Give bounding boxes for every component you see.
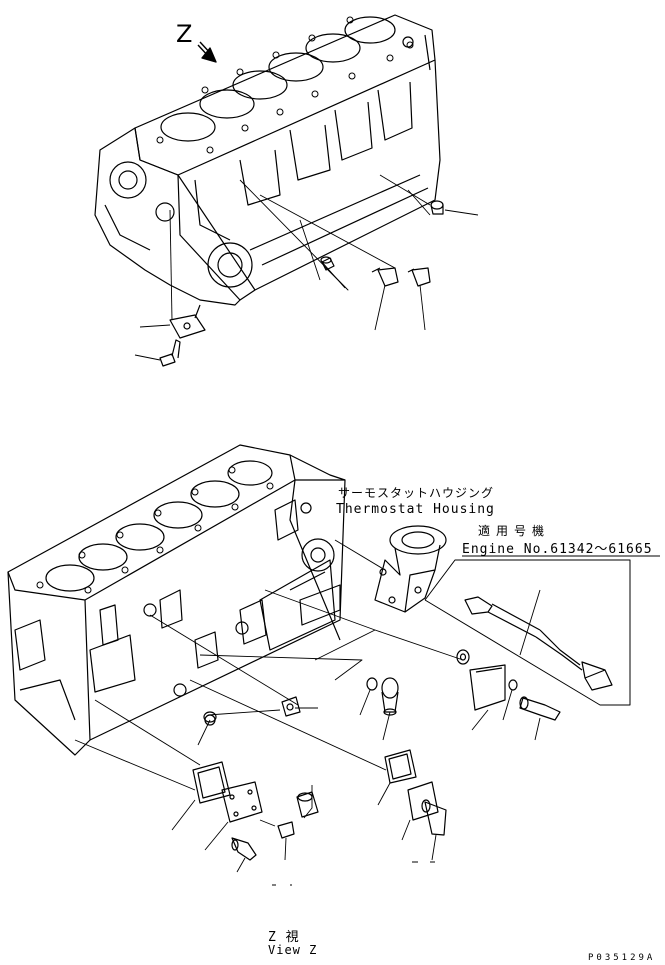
washer — [456, 649, 470, 665]
sensor-plug — [320, 256, 335, 271]
cover-bolt — [519, 696, 561, 721]
gasket-right — [384, 749, 417, 784]
view-marker-label: Z — [176, 20, 193, 48]
blind-plug — [366, 677, 378, 691]
engine-block-bottom — [7, 444, 346, 756]
sealing-washer — [203, 711, 217, 723]
sender-frame — [424, 559, 631, 706]
expansion-plug — [381, 677, 399, 716]
view-caption-en: View Z — [268, 943, 318, 957]
thermostat-housing-jp: サーモスタットハウジング — [338, 486, 495, 500]
cover-left — [221, 781, 263, 823]
view-z-arrow — [197, 41, 217, 63]
small-bolt — [277, 821, 295, 839]
view-caption-jp: Z 視 — [268, 930, 300, 945]
union-fitting — [281, 696, 301, 717]
thermostat-housing — [374, 525, 447, 613]
bracket-bolt — [159, 339, 181, 367]
temperature-sensor — [407, 267, 431, 287]
temperature-sender — [464, 596, 613, 691]
serial-note-en: Engine No.61342～61665 — [462, 542, 653, 557]
fuel-pump-bracket — [169, 304, 206, 339]
leader-lines-top — [134, 174, 479, 361]
serial-note-jp: 適用号機 — [478, 524, 551, 538]
long-bolt-left — [231, 837, 257, 861]
reference-dots — [272, 861, 435, 886]
oil-pressure-switch — [371, 267, 399, 287]
cover-plate — [469, 664, 506, 711]
cover-right — [407, 781, 439, 821]
engine-block-top — [94, 14, 441, 306]
drain-plug — [430, 200, 444, 215]
gasket-left — [192, 761, 231, 804]
drawing-code: P035129A — [588, 953, 656, 963]
leader-lines-bottom — [74, 539, 541, 873]
small-washer — [508, 679, 518, 691]
bolt-right — [421, 799, 447, 836]
thermostat-housing-en: Thermostat Housing — [336, 502, 495, 517]
